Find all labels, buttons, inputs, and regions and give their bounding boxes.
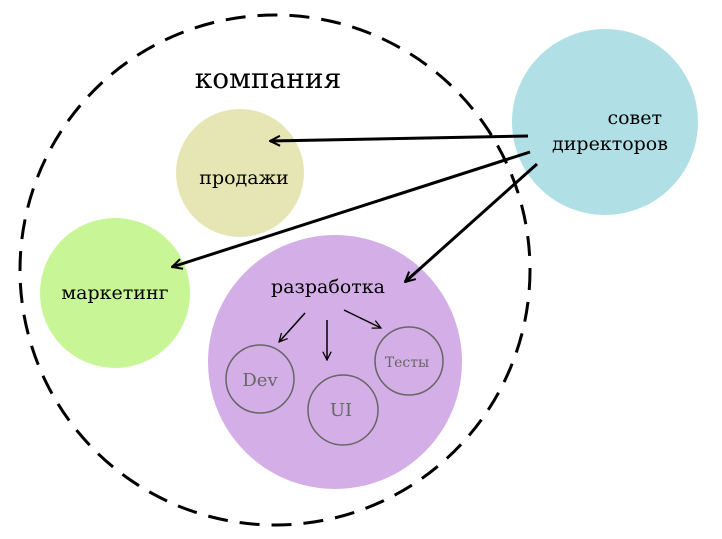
board-label-line1: совет	[607, 107, 662, 129]
development-circle[interactable]	[208, 235, 462, 489]
arrow-board-to-development	[405, 162, 538, 282]
company-boundary	[18, 13, 532, 527]
development-label: разработка	[271, 276, 385, 298]
marketing-label: маркетинг	[61, 282, 168, 304]
board-label-line2: директоров	[552, 133, 668, 155]
marketing-circle[interactable]	[40, 218, 190, 368]
board-circle[interactable]	[512, 29, 698, 215]
team-dev-circle[interactable]	[225, 344, 295, 414]
company-label: компания	[195, 62, 341, 95]
team-dev-label: Dev	[242, 370, 278, 391]
arrow-board-to-sales	[270, 134, 529, 141]
team-tests-circle[interactable]	[374, 326, 444, 396]
team-tests-label: Тесты	[385, 355, 429, 371]
arrow-board-to-marketing	[172, 150, 531, 267]
arrow-dev-to-dev-team	[279, 312, 306, 342]
team-ui-label: UI	[330, 400, 352, 421]
sales-label: продажи	[199, 167, 288, 189]
team-ui-circle[interactable]	[307, 374, 379, 446]
arrow-dev-to-tests-team	[343, 309, 381, 328]
